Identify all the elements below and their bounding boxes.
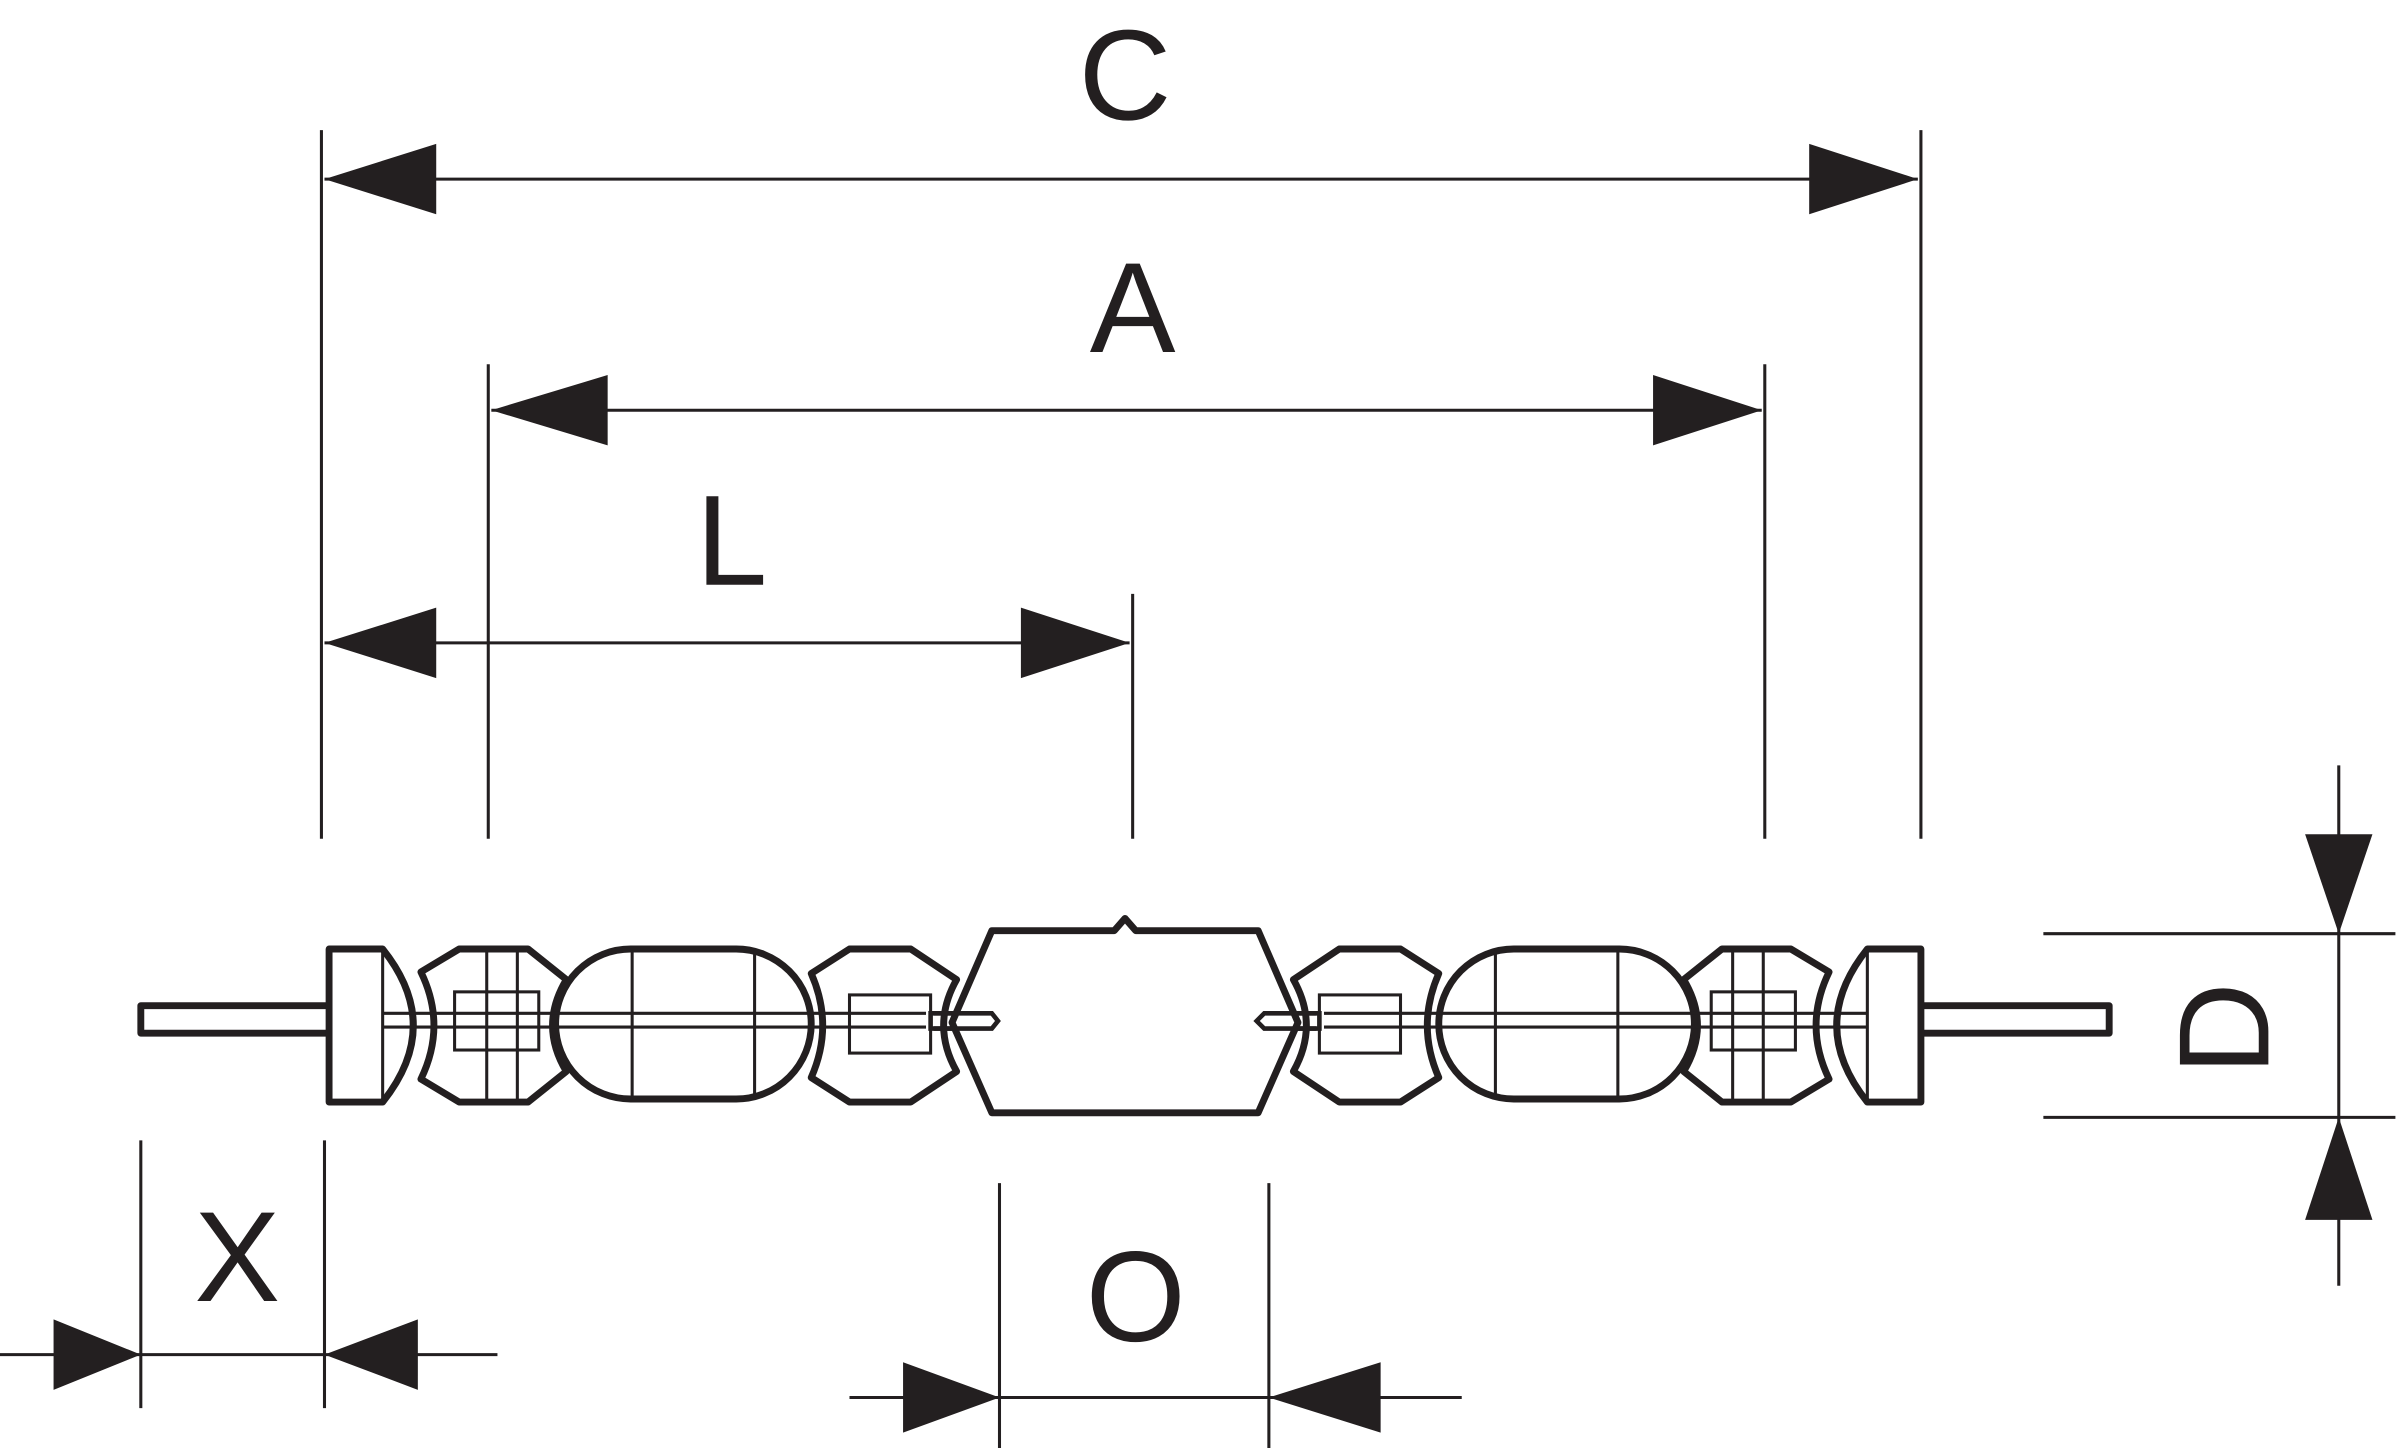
arrowhead-right	[53, 1319, 141, 1390]
dimension-c: C	[324, 4, 1918, 215]
label-a: A	[1090, 237, 1176, 380]
label-d: D	[2153, 982, 2296, 1075]
arrowhead-left	[1268, 1362, 1381, 1433]
dimension-o: O	[849, 1226, 1462, 1433]
arrowhead-right	[1020, 607, 1130, 679]
dimension-d: D	[2153, 765, 2373, 1286]
arrowhead-left	[324, 1319, 418, 1390]
label-x: X	[194, 1186, 280, 1329]
arrowhead-right	[1653, 375, 1762, 446]
arrowhead-right	[903, 1362, 1000, 1433]
dimension-a: A	[491, 237, 1762, 446]
lamp-drawing	[137, 914, 2109, 1117]
arrowhead-left	[324, 143, 437, 215]
extension-lines	[139, 130, 2396, 1448]
arrowhead-left	[491, 375, 608, 446]
dimension-l: L	[324, 470, 1130, 679]
arc-tube-body	[948, 914, 1302, 1117]
arrowhead-up	[2305, 1117, 2373, 1220]
label-c: C	[1079, 4, 1172, 147]
label-o: O	[1086, 1226, 1186, 1369]
seal-ellipse	[552, 945, 815, 1103]
arrowhead-left	[324, 607, 437, 679]
label-l: L	[696, 470, 768, 613]
arrowhead-down	[2305, 834, 2373, 934]
dimension-x: X	[0, 1186, 498, 1390]
arrowhead-right	[1809, 143, 1918, 215]
lamp-left-half	[137, 945, 999, 1106]
lead-wire	[137, 1002, 336, 1037]
end-cap	[325, 945, 417, 1106]
